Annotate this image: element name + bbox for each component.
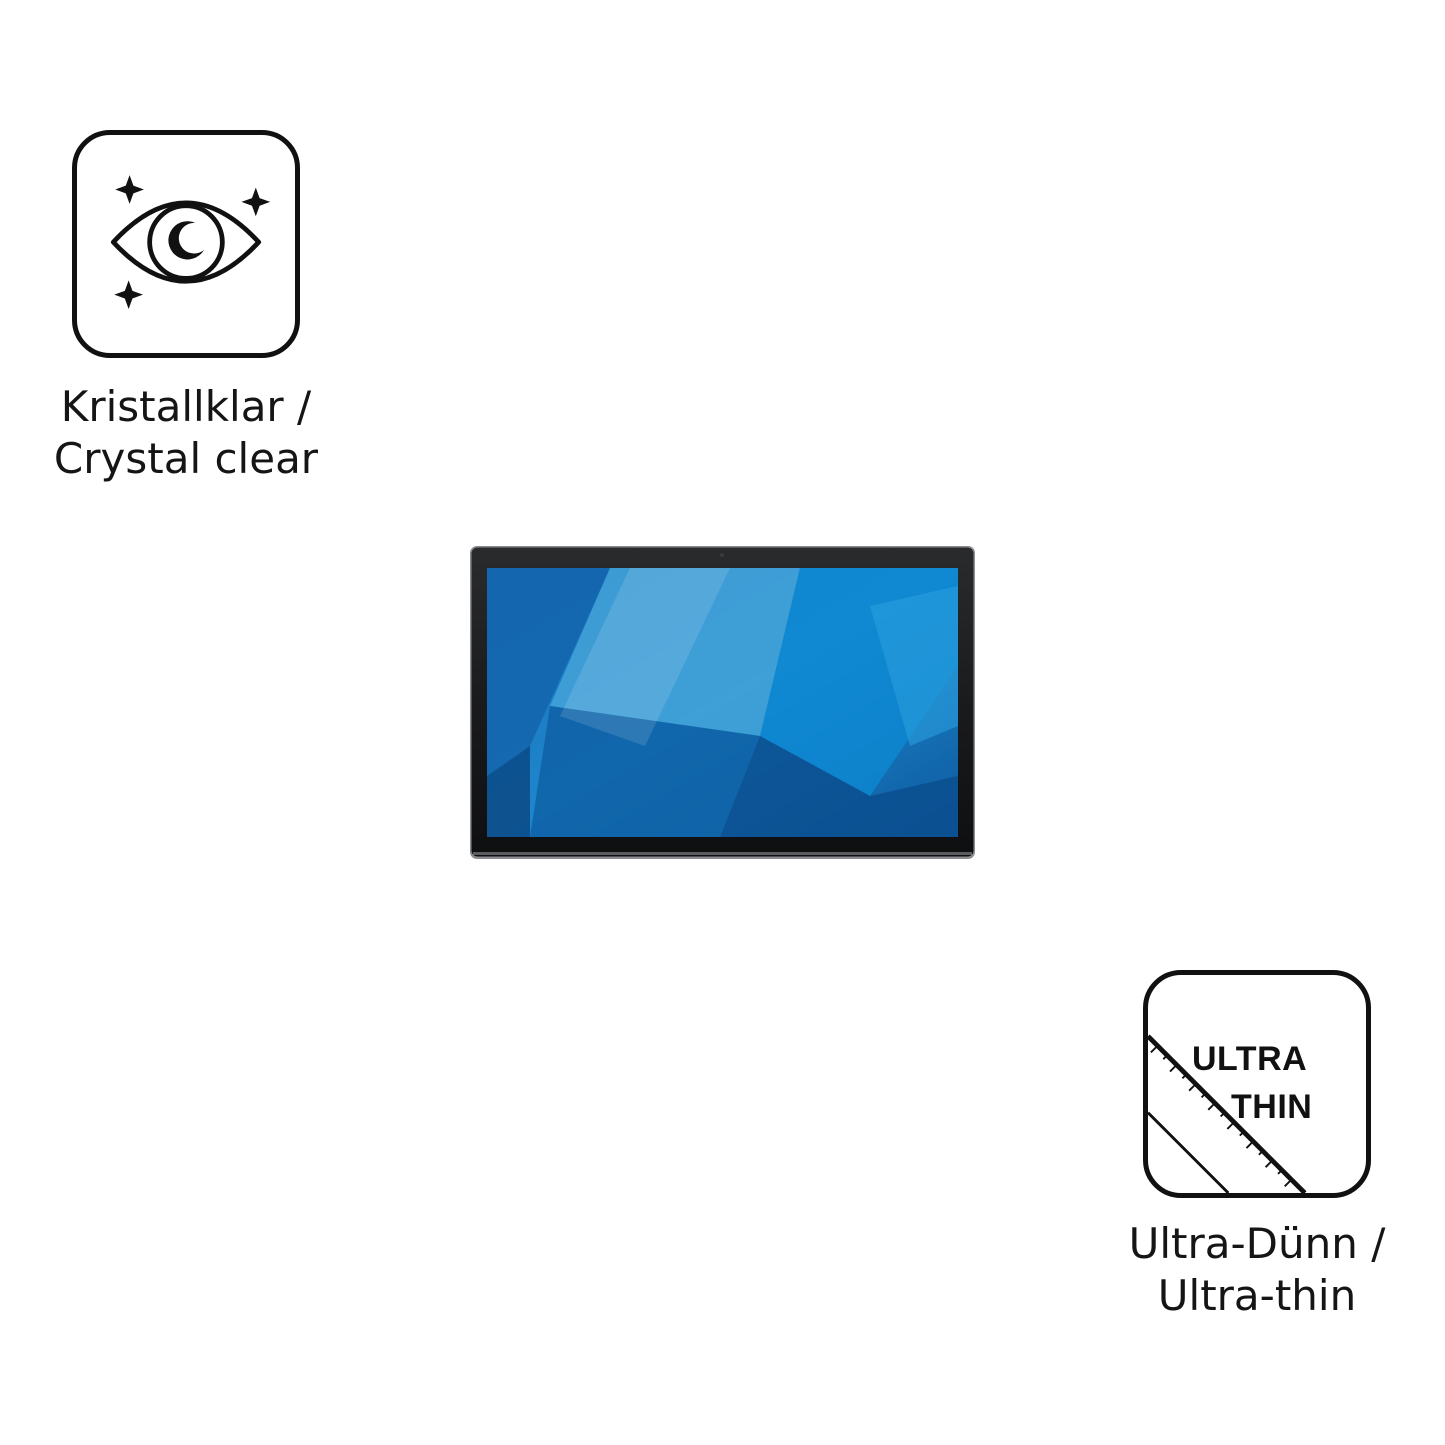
ultra-thin-badge-line2: THIN: [1231, 1088, 1313, 1126]
crystal-clear-caption-line1: Kristallklar /: [60, 382, 312, 431]
touchscreen-monitor-image: [470, 546, 975, 859]
eye-sparkle-icon: [110, 175, 271, 310]
ultra-thin-badge: ULTRA THIN: [1143, 970, 1371, 1198]
ultra-thin-caption: Ultra-Dünn / Ultra-thin: [1087, 1218, 1427, 1322]
ultra-thin-caption-line1: Ultra-Dünn /: [1128, 1219, 1386, 1268]
crystal-clear-caption: Kristallklar / Crystal clear: [16, 381, 356, 485]
ultra-thin-badge-line1: ULTRA: [1192, 1040, 1308, 1078]
ultra-thin-caption-line2: Ultra-thin: [1157, 1271, 1357, 1320]
ruler-corner-icon: [1148, 1034, 1307, 1193]
crystal-clear-caption-line2: Crystal clear: [53, 434, 319, 483]
crystal-clear-badge: [72, 130, 300, 358]
